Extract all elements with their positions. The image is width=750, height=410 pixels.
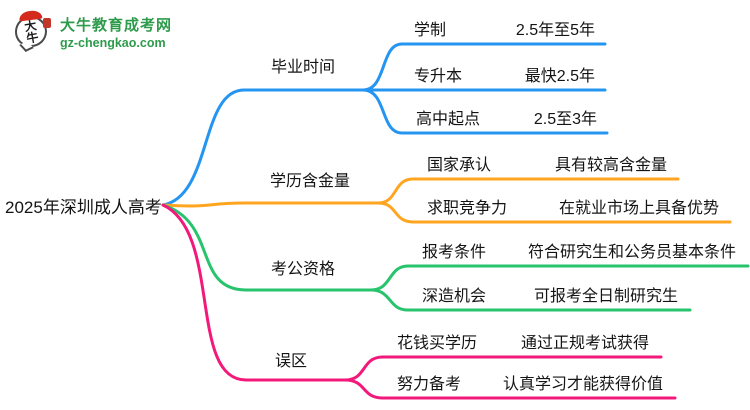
- branch-curve: [161, 203, 373, 292]
- leaf-row: 国家承认 具有较高含金量: [411, 154, 679, 179]
- leaf-label: 学制: [414, 22, 447, 39]
- branch-curve: [376, 201, 732, 224]
- branch-curve: [361, 42, 607, 92]
- leaf-row: 花钱买学历 通过正规考试获得: [381, 332, 661, 357]
- leaf-value: 符合研究生和公务员基本条件: [527, 244, 736, 261]
- logo-red-seal-icon: [43, 18, 51, 28]
- branch-curve: [161, 203, 347, 382]
- leaf-label: 求职竞争力: [427, 200, 508, 217]
- leaf-row: 努力备考 认真学习才能获得价值: [381, 373, 675, 398]
- leaf-value: 通过正规考试获得: [520, 335, 649, 352]
- leaf-row: 报考条件 符合研究生和公务员基本条件: [406, 241, 748, 266]
- branch-curve: [161, 201, 380, 208]
- branch-curve: [161, 88, 365, 207]
- leaf-label: 深造机会: [422, 288, 487, 305]
- site-url: gz-chengkao.com: [60, 36, 166, 50]
- logo-text-block: 大牛教育成考网 gz-chengkao.com: [60, 14, 172, 50]
- branch-curve: [343, 378, 677, 400]
- site-name: 大牛教育成考网: [60, 17, 173, 34]
- branch-label: 误区: [274, 353, 307, 370]
- leaf-label: 高中起点: [416, 111, 481, 128]
- site-logo: 大牛 大牛教育成考网 gz-chengkao.com: [14, 9, 172, 53]
- leaf-row: 深造机会 可报考全日制研究生: [406, 285, 690, 310]
- leaf-row: 专升本 最快2.5年: [398, 65, 607, 90]
- root-node: 2025年深圳成人高考: [5, 198, 162, 217]
- leaf-row: 学制 2.5年至5年: [398, 19, 607, 44]
- leaf-value: 2.5至3年: [533, 111, 597, 128]
- leaf-value: 可报考全日制研究生: [533, 288, 678, 305]
- leaf-label: 国家承认: [427, 157, 492, 174]
- leaf-value: 最快2.5年: [524, 68, 595, 85]
- leaf-label: 努力备考: [397, 376, 462, 393]
- logo-badge-icon: 大牛: [14, 9, 52, 53]
- leaf-value: 具有较高含金量: [554, 157, 667, 174]
- logo-badge-text: 大牛: [22, 17, 40, 46]
- branch-label: 考公资格: [270, 261, 335, 278]
- leaf-row: 高中起点 2.5至3年: [400, 108, 609, 133]
- leaf-label: 报考条件: [422, 244, 487, 261]
- branch-label: 毕业时间: [270, 59, 335, 76]
- leaf-label: 专升本: [414, 68, 463, 85]
- leaf-row: 求职竞争力 在就业市场上具备优势: [411, 197, 731, 222]
- leaf-value: 认真学习才能获得价值: [502, 376, 663, 393]
- leaf-value: 2.5年至5年: [515, 22, 595, 39]
- branch-curve: [369, 288, 692, 312]
- branch-label: 学历含金量: [269, 173, 350, 190]
- branch-curve: [361, 88, 609, 135]
- leaf-label: 花钱买学历: [397, 335, 478, 352]
- leaf-value: 在就业市场上具备优势: [558, 200, 719, 217]
